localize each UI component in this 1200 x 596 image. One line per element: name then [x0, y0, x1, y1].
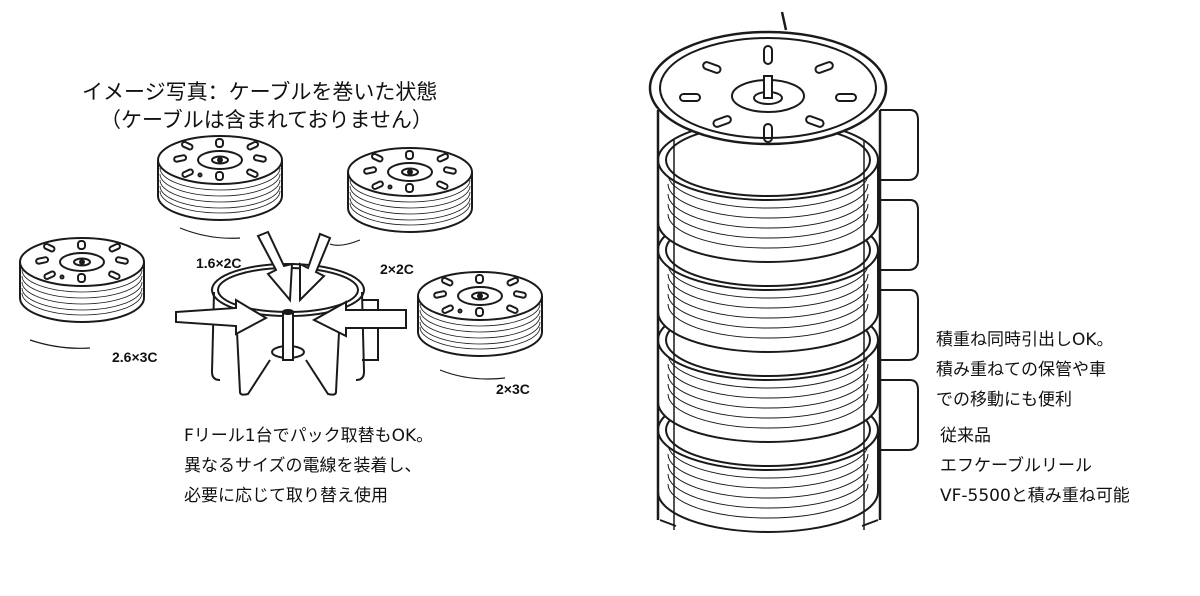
- reel-label-right: 2×3C: [496, 381, 530, 397]
- reel-left: [19, 237, 145, 349]
- arrow-from-top-right: [299, 232, 332, 303]
- reel-top-right: [329, 147, 473, 246]
- compat-line-3: VF-5500と積み重ね可能: [940, 486, 1130, 506]
- reel-label-top-right: 2×2C: [380, 261, 414, 277]
- reel-frame-empty: [210, 263, 379, 396]
- right-note: 積重ね同時引出しOK。 積み重ねての保管や車 での移動にも便利: [936, 332, 1114, 422]
- compat-note: 従来品 エフケーブルリール VF-5500と積み重ね可能: [940, 428, 1130, 518]
- reel-right: [417, 271, 543, 380]
- caption-line-1: イメージ写真：ケーブルを巻いた状態: [82, 80, 438, 104]
- reel-top-left: [157, 135, 283, 239]
- reel-label-top-left: 1.6×2C: [196, 255, 242, 271]
- right-note-line-3: での移動にも便利: [936, 390, 1072, 410]
- left-note-line-1: Fリール1台でパック取替もOK。: [184, 426, 434, 446]
- left-note-line-3: 必要に応じて取り替え使用: [184, 486, 388, 506]
- caption-line-2: （ケーブルは含まれておりません）: [100, 108, 433, 132]
- compat-line-2: エフケーブルリール: [940, 456, 1092, 476]
- compat-line-1: 従来品: [940, 426, 991, 446]
- reel-label-left: 2.6×3C: [112, 349, 158, 365]
- left-note-line-2: 異なるサイズの電線を装着し、: [184, 456, 422, 476]
- arrow-from-left: [175, 298, 269, 336]
- left-note: Fリール1台でパック取替もOK。 異なるサイズの電線を装着し、 必要に応じて取り…: [184, 428, 433, 518]
- arrow-from-right: [311, 300, 407, 338]
- stacked-reels-illustration: [648, 11, 919, 533]
- right-note-line-1: 積重ね同時引出しOK。: [936, 330, 1114, 350]
- arrow-from-top-left: [256, 230, 294, 303]
- right-note-line-2: 積み重ねての保管や車: [936, 360, 1106, 380]
